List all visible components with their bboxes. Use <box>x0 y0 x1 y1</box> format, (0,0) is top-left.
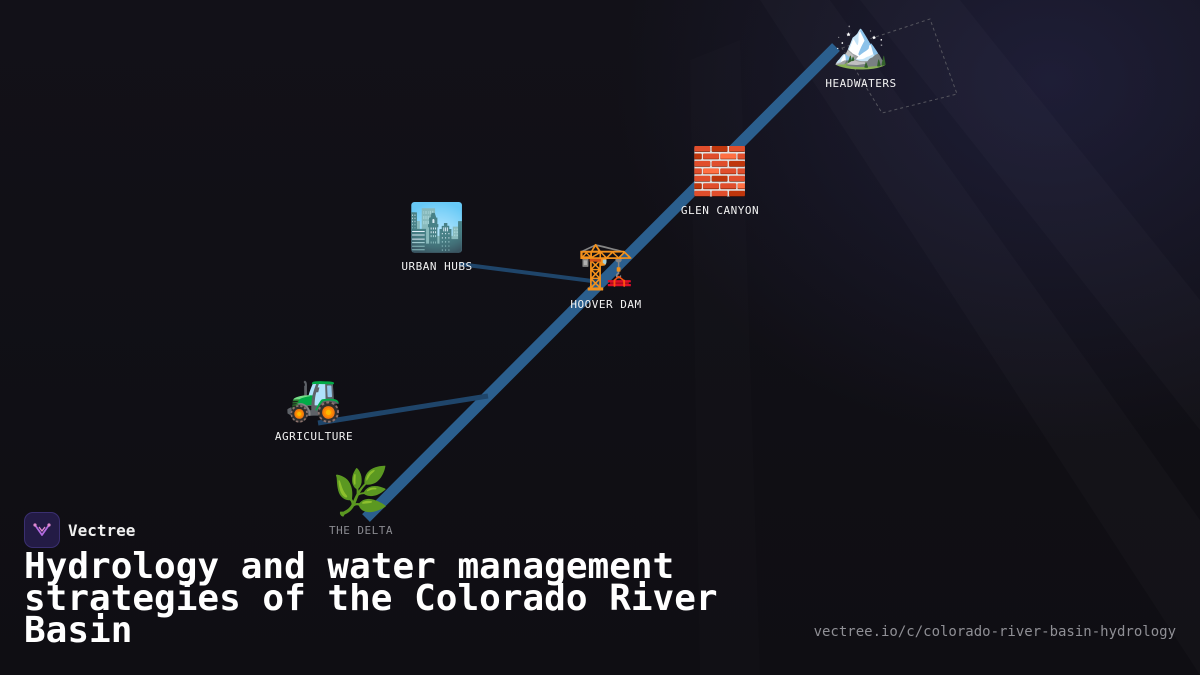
headwaters-highlight-box <box>841 18 958 114</box>
node-label: URBAN HUBS <box>401 260 473 273</box>
node-label: AGRICULTURE <box>274 430 354 443</box>
node-label: HEADWATERS <box>825 77 897 90</box>
node-label: GLEN CANYON <box>680 204 760 217</box>
node-agriculture[interactable]: 🚜 AGRICULTURE <box>275 370 353 443</box>
construction-crane-icon: 🏗️ <box>577 238 635 292</box>
mountain-icon: 🏔️ <box>832 17 890 71</box>
node-label: THE DELTA <box>328 524 394 537</box>
brand-name: Vectree <box>68 520 136 540</box>
river-main-channel <box>362 43 840 522</box>
node-urban-hubs[interactable]: 🏙️ URBAN HUBS <box>401 200 472 273</box>
herb-icon: 🌿 <box>332 464 390 518</box>
agriculture-branch <box>317 393 489 426</box>
node-glen-canyon[interactable]: 🧱 GLEN CANYON <box>681 144 759 217</box>
node-hoover-dam[interactable]: 🏗️ HOOVER DAM <box>570 238 641 311</box>
tractor-icon: 🚜 <box>285 370 343 424</box>
node-the-delta[interactable]: 🌿 THE DELTA <box>329 464 393 537</box>
page-title: Hydrology and water management strategie… <box>24 546 718 651</box>
cityscape-icon: 🏙️ <box>408 200 466 254</box>
page-url[interactable]: vectree.io/c/colorado-river-basin-hydrol… <box>813 624 1176 640</box>
urban-hubs-branch <box>458 262 601 284</box>
node-label: HOOVER DAM <box>570 298 642 311</box>
brand[interactable]: Vectree <box>24 512 135 548</box>
vectree-logo-icon <box>24 512 60 548</box>
brick-wall-icon: 🧱 <box>691 144 749 198</box>
node-headwaters[interactable]: 🏔️ HEADWATERS <box>825 17 896 90</box>
